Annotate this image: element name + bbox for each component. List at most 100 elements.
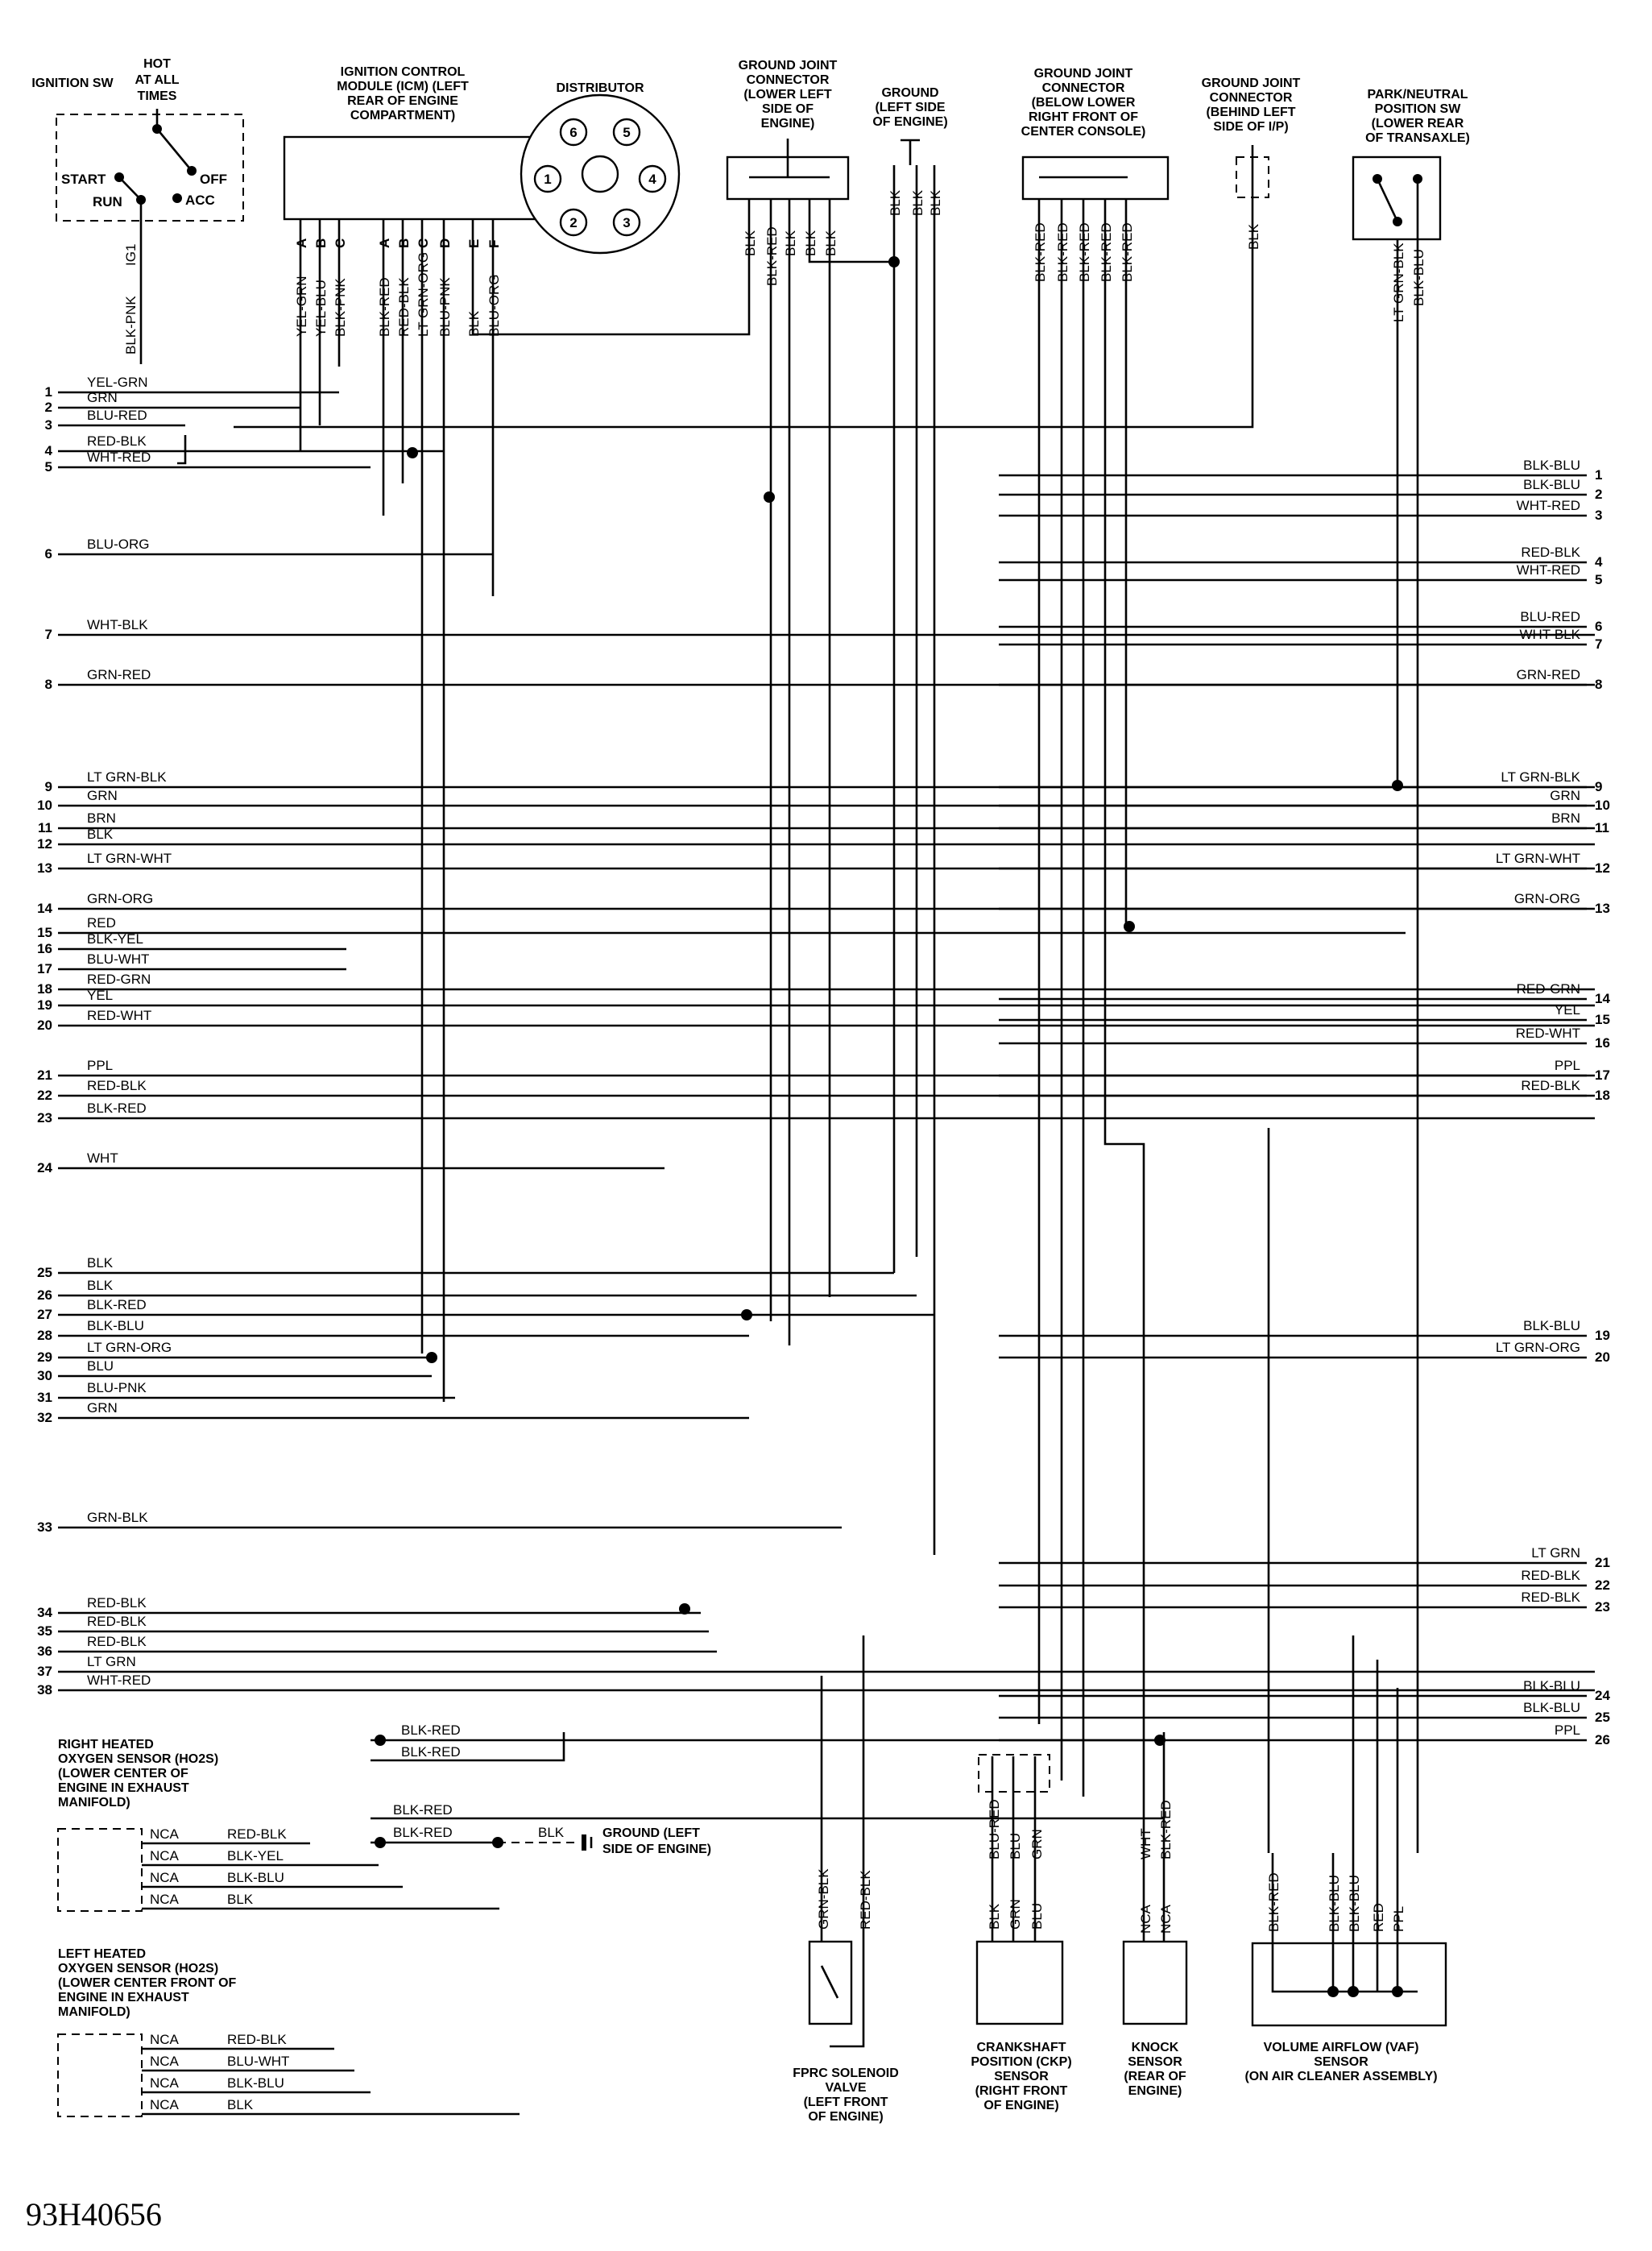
right-pin-11: 11 <box>1595 820 1609 835</box>
knock-nca-2: NCA <box>1158 1904 1174 1934</box>
ground-engine-2: (LEFT SIDE <box>875 101 945 114</box>
distributor-pin-4: 4 <box>648 172 656 187</box>
gjc-engine-2: CONNECTOR <box>747 73 830 87</box>
icm-pin-6: D <box>437 238 453 248</box>
left-pin-38: 38 <box>37 1682 52 1698</box>
rho2s-pins-nca-1: NCA <box>150 1848 180 1863</box>
left-wire-24: WHT <box>87 1150 118 1166</box>
right-pin-20: 20 <box>1595 1349 1610 1365</box>
right-wire-18: RED-BLK <box>1521 1078 1580 1093</box>
right-wire-12: LT GRN-WHT <box>1496 851 1580 866</box>
right-pin-18: 18 <box>1595 1088 1610 1103</box>
left-connector: 1YEL-GRN2GRN3BLU-RED4RED-BLK5WHT-RED6BLU… <box>37 375 1595 1698</box>
gjc-ip-4: SIDE OF I/P) <box>1213 120 1288 134</box>
right-pin-26: 26 <box>1595 1732 1610 1747</box>
vaf-2: SENSOR <box>1314 2055 1368 2069</box>
left-pin-36: 36 <box>37 1644 52 1659</box>
lho2s-pins-wire-0: RED-BLK <box>227 2032 287 2047</box>
gjc-console-wire-0: BLK-RED <box>1033 222 1048 282</box>
lho2s-pins-wire-3: BLK <box>227 2097 254 2112</box>
icm-pin-1: B <box>313 238 329 248</box>
pair1-wire-2: BLK-RED <box>401 1744 461 1760</box>
ckp-1: CRANKSHAFT <box>976 2041 1066 2054</box>
gjc-console-4: RIGHT FRONT OF <box>1029 110 1138 124</box>
vaf-1: VOLUME AIRFLOW (VAF) <box>1264 2041 1419 2054</box>
left-wire-19: YEL <box>87 988 113 1003</box>
ig1-label: IG1 <box>123 244 139 266</box>
hot-label-1: HOT <box>143 57 171 71</box>
left-pin-4: 4 <box>45 443 53 458</box>
icm-title-4: COMPARTMENT) <box>350 109 455 122</box>
icm-title-1: IGNITION CONTROL <box>341 65 466 79</box>
left-wire-34: RED-BLK <box>87 1595 147 1611</box>
left-wire-14: GRN-ORG <box>87 891 153 906</box>
left-wire-10: GRN <box>87 788 118 803</box>
distributor-pin-1: 1 <box>544 172 551 187</box>
left-wire-21: PPL <box>87 1058 113 1073</box>
right-pin-22: 22 <box>1595 1577 1610 1593</box>
left-wire-17: BLU-WHT <box>87 951 149 967</box>
left-wire-15: RED <box>87 915 116 931</box>
left-wire-20: RED-WHT <box>87 1008 151 1023</box>
icm-wire-8: BLU-ORG <box>486 275 502 337</box>
gjc-engine-wire-1: BLK-RED <box>764 226 780 286</box>
right-wire-2: BLK-BLU <box>1523 477 1580 492</box>
ckp-2: POSITION (CKP) <box>971 2055 1071 2069</box>
left-wire-18: RED-GRN <box>87 972 151 987</box>
pair2-wire-2: BLK-RED <box>393 1825 453 1840</box>
ignition-switch-box <box>56 114 244 222</box>
lho2s-1: LEFT HEATED <box>58 1947 146 1961</box>
right-wire-24: BLK-BLU <box>1523 1678 1580 1693</box>
fprc-solenoid: GRN-BLK RED-BLK FPRC SOLENOID VALVE (LEF… <box>793 1635 899 2124</box>
right-ho2s-box <box>57 1828 143 1912</box>
knock-nca-1: NCA <box>1138 1904 1153 1934</box>
fprc-4: OF ENGINE) <box>808 2110 883 2124</box>
left-pin-21: 21 <box>37 1067 52 1083</box>
icm-box <box>283 135 540 221</box>
left-pin-16: 16 <box>37 941 52 956</box>
rho2s-pins-wire-2: BLK-BLU <box>227 1870 284 1885</box>
right-pin-25: 25 <box>1595 1710 1610 1725</box>
icm-title-2: MODULE (ICM) (LEFT <box>337 80 469 93</box>
left-wire-28: BLK-BLU <box>87 1318 144 1333</box>
left-pin-19: 19 <box>37 997 52 1013</box>
pair2-wire-1: BLK-RED <box>393 1802 453 1818</box>
gjc-console-wire-3: BLK-RED <box>1099 222 1114 282</box>
left-wire-38: WHT-RED <box>87 1673 151 1688</box>
right-pin-4: 4 <box>1595 554 1603 570</box>
right-pin-12: 12 <box>1595 860 1610 876</box>
icm-pin-3: A <box>377 238 392 248</box>
left-pin-25: 25 <box>37 1265 52 1280</box>
pair1-wire-1: BLK-RED <box>401 1722 461 1738</box>
icm-wire-3: BLK-RED <box>377 277 392 337</box>
distributor-pin-3: 3 <box>623 215 630 230</box>
gjc-engine-3: (LOWER LEFT <box>743 88 832 102</box>
gjc-console-1: GROUND JOINT <box>1034 67 1133 81</box>
left-wire-3: BLU-RED <box>87 408 147 423</box>
left-wire-4: RED-BLK <box>87 433 147 449</box>
ground-engine-wire-0: BLK <box>888 189 903 216</box>
ckp-up-3: GRN <box>1029 1829 1045 1859</box>
left-pin-9: 9 <box>45 779 52 794</box>
wire-runs <box>177 165 1419 1934</box>
left-pin-31: 31 <box>37 1390 52 1405</box>
left-wire-27: BLK-RED <box>87 1297 147 1312</box>
gjc-engine-1: GROUND JOINT <box>739 59 838 73</box>
rho2s-5: MANIFOLD) <box>58 1796 130 1810</box>
right-wire-22: RED-BLK <box>1521 1568 1580 1583</box>
icm-wire-6: BLU-PNK <box>437 277 453 337</box>
rho2s-2: OXYGEN SENSOR (HO2S) <box>58 1752 218 1766</box>
left-pin-15: 15 <box>37 925 52 940</box>
lho2s-4: ENGINE IN EXHAUST <box>58 1991 189 2004</box>
right-pin-23: 23 <box>1595 1599 1610 1615</box>
left-wire-22: RED-BLK <box>87 1078 147 1093</box>
ckp-up-1: BLU-RED <box>987 1799 1002 1859</box>
left-wire-25: BLK <box>87 1255 114 1271</box>
left-pin-2: 2 <box>45 400 52 415</box>
right-wire-4: RED-BLK <box>1521 545 1580 560</box>
ckp-sensor: BLU-RED BLU GRN BLK GRN BLU CRANKSHAFT P… <box>971 1754 1072 2112</box>
hot-label-3: TIMES <box>138 89 177 103</box>
left-pin-7: 7 <box>45 627 52 642</box>
left-wire-32: GRN <box>87 1400 118 1416</box>
right-wire-9: LT GRN-BLK <box>1501 769 1580 785</box>
